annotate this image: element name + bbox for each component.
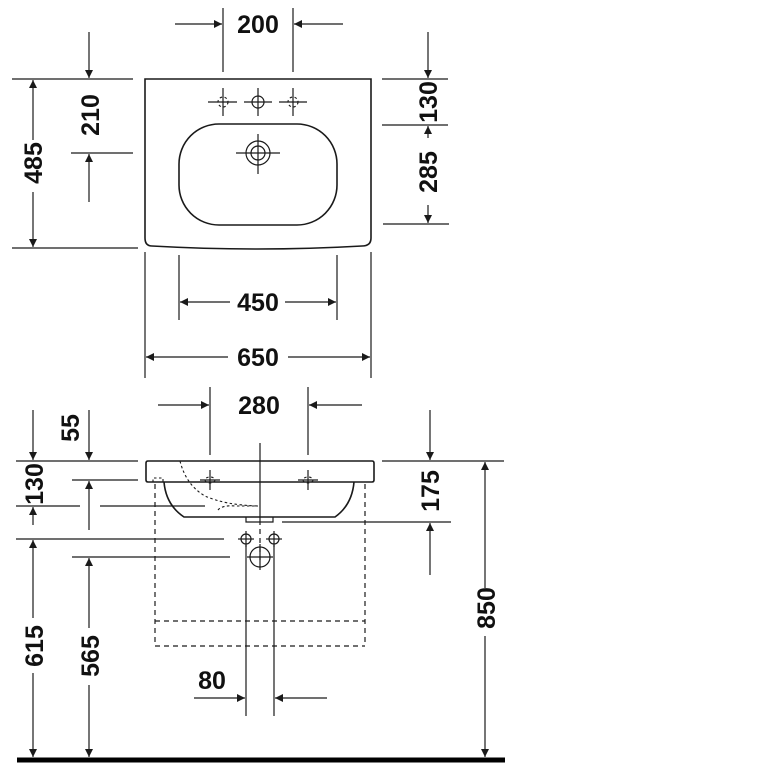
dim-label-210: 210 <box>77 94 105 136</box>
supply-valve-right-icon <box>266 531 282 547</box>
dim-label-55: 55 <box>57 414 85 442</box>
dim-label-130-top: 130 <box>415 81 443 123</box>
dim-label-285: 285 <box>415 151 443 193</box>
fixing-bolt-left-icon <box>200 470 220 490</box>
dimension-485: 485 <box>12 78 138 249</box>
drain-icon <box>236 134 280 174</box>
dim-label-200: 200 <box>237 11 279 39</box>
basin-outline-top <box>144 78 372 250</box>
side-view: 280 55 130 615 565 <box>16 387 505 763</box>
tap-hole-center-icon <box>244 88 272 116</box>
supply-valve-left-icon <box>238 531 254 547</box>
tap-hole-right-icon <box>279 88 307 116</box>
fixing-bolt-right-icon <box>298 470 318 490</box>
dim-label-130-side: 130 <box>21 463 49 505</box>
dim-label-485: 485 <box>20 142 48 184</box>
dim-label-850: 850 <box>473 587 501 629</box>
bowl-interior-profile <box>179 460 259 507</box>
bowl-outline-top <box>178 123 338 226</box>
dimension-200: 200 <box>175 8 343 72</box>
basin-bowl-side <box>163 481 355 518</box>
dimension-175: 175 <box>282 410 504 575</box>
waste-pipe-icon <box>247 544 273 570</box>
basin-rim-side <box>145 460 375 483</box>
overflow-profile <box>217 505 258 511</box>
dim-label-565: 565 <box>77 635 105 677</box>
dim-label-615: 615 <box>21 625 49 667</box>
rim-hidden-edge <box>152 477 164 482</box>
dim-label-450: 450 <box>237 289 279 317</box>
dimension-80: 80 <box>194 545 327 716</box>
dimension-210: 210 <box>71 32 133 202</box>
dimension-450: 450 <box>178 255 338 320</box>
dimension-130-side: 130 <box>21 410 49 525</box>
dimension-55: 55 <box>57 410 93 530</box>
dimension-650: 650 <box>144 252 372 378</box>
dimension-130-285: 130 285 <box>382 32 449 225</box>
dimension-280: 280 <box>158 387 362 455</box>
dim-label-175: 175 <box>417 470 445 512</box>
dimension-850: 850 <box>473 462 501 757</box>
dimension-565: 565 <box>77 558 105 757</box>
top-view: 200 485 210 130 285 <box>12 8 449 378</box>
dim-label-280: 280 <box>238 392 280 420</box>
dimension-615: 615 <box>21 540 49 757</box>
dim-label-650: 650 <box>237 344 279 372</box>
dim-label-80: 80 <box>198 667 226 695</box>
tap-hole-left-icon <box>208 88 237 116</box>
